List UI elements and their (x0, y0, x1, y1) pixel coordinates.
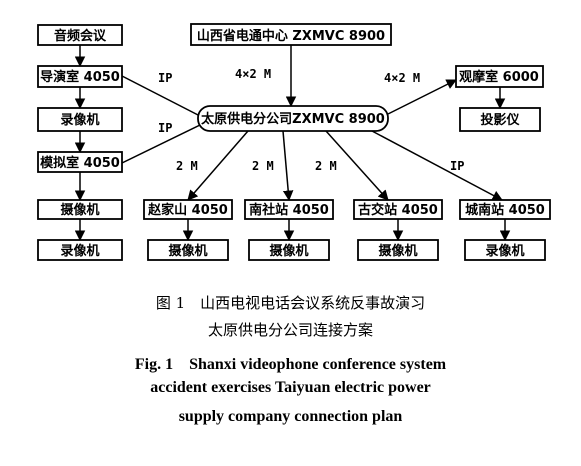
connection-diagram: 音频会议 山西省电通中心 ZXMVC 8900 导演室 4050 观摩室 600… (37, 23, 551, 261)
node-audio-conference: 音频会议 (54, 28, 107, 44)
node-camera-gujiao-box (357, 239, 439, 261)
node-camera-nanshe: 摄像机 (269, 243, 308, 259)
node-gujiao: 古交站 4050 (358, 202, 438, 218)
caption-en-line3: supply company connection plan (178, 408, 403, 425)
edge-label-zhaojiashan-link: 2 M (176, 159, 198, 173)
node-camera-zhaojiashan-box (147, 239, 229, 261)
edge-label-observation-link: 4×2 M (384, 71, 420, 85)
edge-label-chengnan-ip: IP (450, 159, 464, 173)
node-camera-gujiao: 摄像机 (378, 243, 417, 259)
edge-labels: IP IP 4×2 M 4×2 M 2 M 2 M 2 M IP (158, 67, 464, 173)
node-zhaojiashan-box (143, 199, 233, 220)
node-recorder-left: 录像机 (60, 112, 99, 128)
caption-cn-line1: 图 1 山西电视电话会议系统反事故演习 (155, 294, 426, 312)
node-labels: 音频会议 山西省电通中心 ZXMVC 8900 导演室 4050 观摩室 600… (40, 28, 545, 259)
node-observation-room-box (455, 65, 544, 88)
node-director-room: 导演室 4050 (40, 69, 120, 85)
node-simulation-room-box (37, 151, 123, 173)
edge-taiyuan-to-chengnan (371, 130, 503, 201)
edge-label-simulation-ip: IP (158, 121, 172, 135)
node-recorder-left-bottom: 录像机 (60, 243, 99, 259)
caption-cn-line2: 太原供电分公司连接方案 (207, 321, 373, 339)
node-camera-left: 摄像机 (60, 202, 99, 218)
edge-simulation-to-taiyuan (121, 124, 201, 164)
node-shanxi-center-box (190, 23, 392, 46)
edge-label-director-ip: IP (158, 71, 172, 85)
edge-taiyuan-to-observation (387, 79, 457, 115)
node-taiyuan-center: 太原供电分公司ZXMVC 8900 (200, 111, 385, 127)
node-zhaojiashan: 赵家山 4050 (147, 202, 228, 218)
node-camera-zhaojiashan: 摄像机 (168, 243, 207, 259)
connectors (74, 45, 511, 242)
node-projector-box (459, 107, 541, 132)
node-observation-room: 观摩室 6000 (459, 69, 539, 85)
node-camera-nanshe-box (248, 239, 330, 261)
edge-taiyuan-to-nanshe (282, 130, 294, 202)
node-camera-left-box (37, 199, 123, 220)
node-gujiao-box (353, 199, 443, 220)
node-nanshe-box (244, 199, 334, 220)
nodes (37, 23, 551, 261)
caption-en-line2: accident exercises Taiyuan electric powe… (150, 379, 431, 396)
node-taiyuan-center-box (197, 105, 389, 132)
node-simulation-room: 模拟室 4050 (40, 155, 120, 171)
node-recorder-left-bottom-box (37, 239, 123, 261)
node-recorder-chengnan-box (464, 239, 546, 261)
caption-en-line1: Fig. 1 Shanxi videophone conference syst… (134, 356, 447, 373)
node-shanxi-center: 山西省电通中心 ZXMVC 8900 (197, 28, 385, 44)
node-audio-conference-box (37, 24, 123, 46)
node-chengnan-box (459, 199, 551, 220)
node-chengnan: 城南站 4050 (465, 202, 545, 218)
edge-label-center-link: 4×2 M (235, 67, 271, 81)
node-nanshe: 南社站 4050 (249, 202, 329, 218)
node-recorder-left-box (37, 107, 123, 132)
edge-director-to-taiyuan (121, 75, 201, 117)
edge-label-nanshe-link: 2 M (252, 159, 274, 173)
node-projector: 投影仪 (480, 112, 520, 128)
node-director-room-box (37, 65, 123, 88)
edge-taiyuan-to-zhaojiashan (187, 130, 249, 201)
node-recorder-chengnan: 录像机 (485, 243, 524, 259)
edge-label-gujiao-link: 2 M (315, 159, 337, 173)
edge-taiyuan-to-gujiao (325, 130, 389, 201)
